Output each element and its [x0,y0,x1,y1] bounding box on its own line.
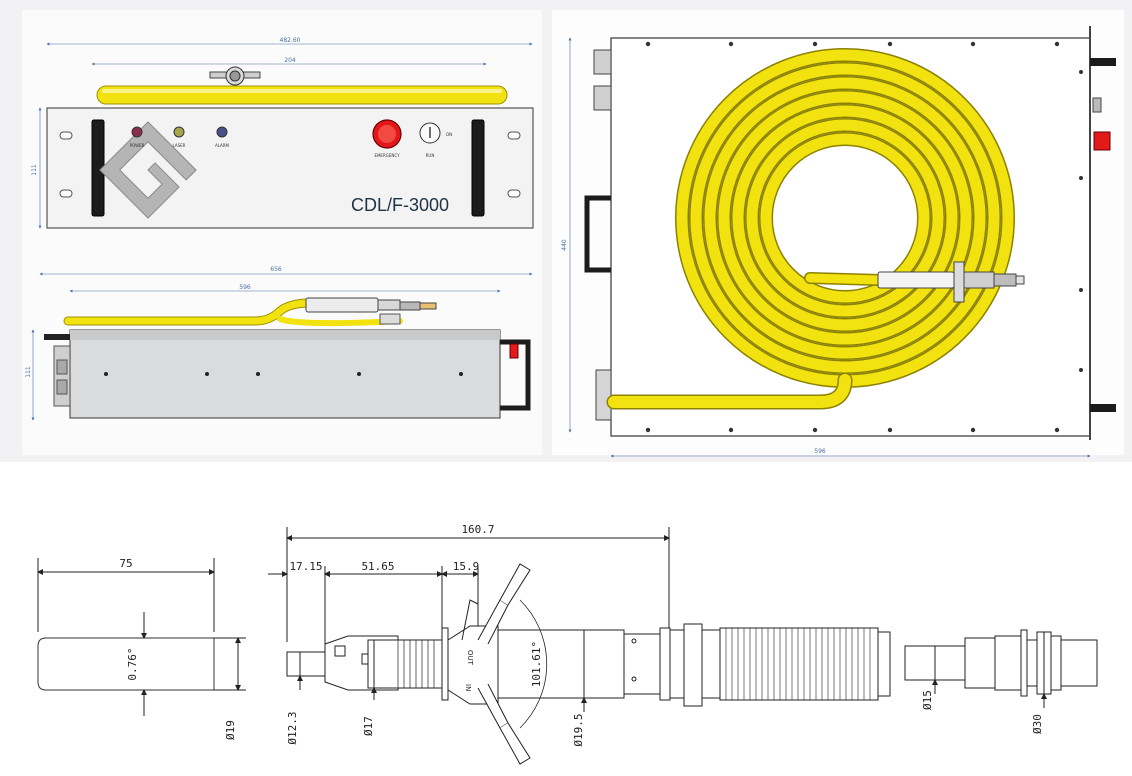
key-switch-label: RUN [426,153,435,158]
mount-slot [59,189,73,198]
segment-1-dim: 17.15 [289,560,322,573]
top-emergency [1093,131,1111,151]
top-connector [593,85,612,111]
side-view: 656 596 111 [25,266,533,421]
total-length-dim: 160.7 [461,523,494,536]
port-angle-dim: 101.61° [530,641,543,687]
out-port-label: OUT [466,650,474,666]
fiber-coil [606,48,1015,410]
mount-slot [59,131,73,140]
front-handle-right [471,119,485,217]
mount-slot [507,131,521,140]
indicator-label: POWER [130,143,145,148]
front-dim-width: 482.60 [280,37,301,44]
segment-3-dim: 15.9 [453,560,480,573]
front-yellow-fiber [96,85,508,105]
key-switch-state: ON [446,132,452,137]
brand-logo [99,121,197,219]
connector-large-diameter-dim: Ø30 [1031,714,1044,734]
side-yellow-fiber [64,299,314,325]
top-view: 440 596 [561,26,1116,458]
front-dim-handle: 204 [284,57,296,64]
side-dim-height: 111 [25,366,32,378]
indicator-label: LASER [173,143,186,148]
connector-small-diameter-dim: Ø15 [921,690,934,710]
side-dim-body: 596 [239,284,251,291]
front-top-connector [209,66,261,86]
side-handle [500,339,531,411]
top-qbh-head [877,261,1025,303]
segment-2-dim: 51.65 [361,560,394,573]
side-dim-total: 656 [270,266,282,273]
top-dim-depth: 440 [561,239,568,251]
side-qbh-head [305,297,437,325]
fiber-end-connector [904,629,1098,708]
laser-indicator [173,126,185,138]
protective-cap [37,558,246,716]
model-name: CDL/F-3000 [351,195,449,215]
collar-diameter-dim: Ø17 [362,716,375,736]
front-dim-height: 111 [31,164,38,176]
in-port-label: IN [464,684,472,691]
top-dim-width: 596 [814,448,826,455]
side-foot [44,334,70,340]
side-chassis [69,329,501,419]
qbh-detail-drawing: 75 0.76° Ø19 160.7 17.15 51.65 15.9 [37,523,1098,765]
qbh-connector-body [286,563,891,765]
emergency-label: EMERGENCY [374,153,400,158]
top-handle [584,195,611,273]
mount-slot [507,189,521,198]
front-panel-plate [46,107,534,229]
top-foot [1090,58,1116,66]
top-foot [1090,404,1116,412]
top-connector [593,49,612,75]
side-emergency [509,343,519,359]
cap-diameter-dim: Ø19 [224,720,237,740]
indicator-label: ALARM [215,143,230,148]
front-panel-view: 482.60 204 111 POWER LASER ALARM [31,37,534,229]
cap-taper-dim: 0.76° [126,647,139,680]
tip-diameter-dim: Ø12.3 [286,711,299,744]
cap-length-dim: 75 [119,557,132,570]
power-indicator [131,126,143,138]
body-diameter-dim: Ø19.5 [572,713,585,746]
alarm-indicator [216,126,228,138]
